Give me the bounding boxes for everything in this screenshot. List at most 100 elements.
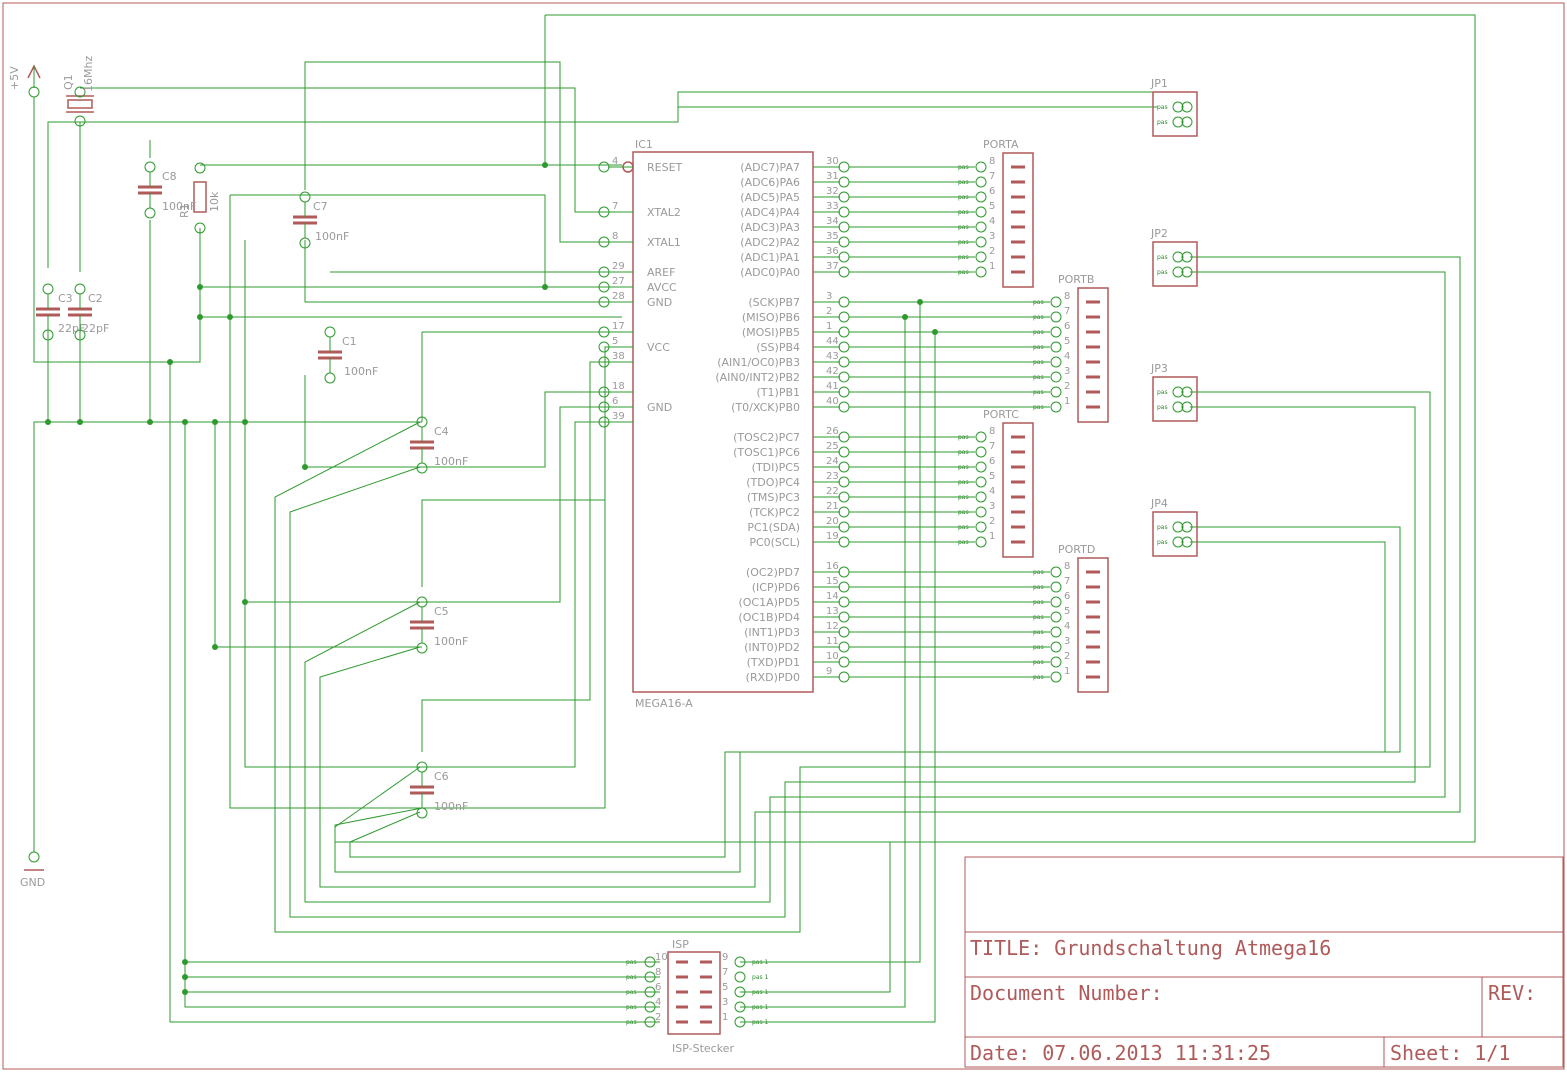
ic-right-pin-circle xyxy=(838,461,850,473)
header-pin-circle xyxy=(975,506,987,518)
ic-right-pin-number: 15 xyxy=(826,576,839,587)
ic-left-pin-number: 18 xyxy=(612,381,625,392)
jumper-jp3: JP3 pas pas xyxy=(1150,362,1198,422)
ic-right-pin-label: (ADC6)PA6 xyxy=(740,176,800,189)
jumper-pin xyxy=(1181,386,1193,398)
ic-port-wires xyxy=(849,166,1050,678)
ic-right-pin-number: 30 xyxy=(826,156,839,167)
ic-left-pin-label: AVCC xyxy=(647,281,677,294)
ic-right-pin-label: (ADC0)PA0 xyxy=(740,266,800,279)
ic-right-pin-circle xyxy=(838,176,850,188)
ic-right-pin-number: 23 xyxy=(826,471,839,482)
jumper-pin xyxy=(1181,536,1193,548)
header-pin-number: 5 xyxy=(1064,336,1070,347)
header-pin-type: pas xyxy=(958,224,969,231)
jumper-pin xyxy=(1172,266,1184,278)
ic-left-pin-circle xyxy=(598,386,610,398)
ic-right-pin-circle xyxy=(838,326,850,338)
header-pin-number: 3 xyxy=(1064,366,1070,377)
ic-right-pin-number: 2 xyxy=(826,306,832,317)
capacitor-value: 100nF xyxy=(162,200,196,213)
isp-left-pin xyxy=(644,986,656,998)
ic-right-pin-label: (ADC1)PA1 xyxy=(740,251,800,264)
isp-right-pin xyxy=(734,986,746,998)
header-pin-circle xyxy=(975,176,987,188)
isp-name: ISP xyxy=(672,938,689,951)
capacitor-pin xyxy=(74,283,86,295)
ic-right-pin-number: 1 xyxy=(826,321,832,332)
vcc-label: +5V xyxy=(8,66,21,90)
header-pin-number: 7 xyxy=(1064,306,1070,317)
ic-right-pin-circle xyxy=(838,596,850,608)
ic-left-pin-number: 4 xyxy=(612,156,618,167)
isp-right-pin-number: 3 xyxy=(722,997,728,1008)
header-name: PORTD xyxy=(1058,543,1095,556)
capacitor-pin xyxy=(299,237,311,249)
ic-right-pin-label: (ADC2)PA2 xyxy=(740,236,800,249)
ic-right-pin-number: 36 xyxy=(826,246,839,257)
ic-right-pin-number: 12 xyxy=(826,621,839,632)
wire-junction xyxy=(902,314,908,320)
vcc-symbol: +5V xyxy=(8,64,41,98)
isp-left-pin xyxy=(644,1001,656,1013)
jumper-pin xyxy=(1172,251,1184,263)
jumper-name: JP3 xyxy=(1150,362,1168,375)
wires-signals xyxy=(274,106,1461,1023)
ic-right-pin-circle xyxy=(838,431,850,443)
isp-right-pin xyxy=(734,1016,746,1028)
capacitor-pin xyxy=(324,372,336,384)
capacitor-value: 100nF xyxy=(434,635,468,648)
header-body xyxy=(1077,287,1109,423)
ic-right-pin-circle xyxy=(838,521,850,533)
jumper-pin-type: pas xyxy=(1157,404,1168,411)
capacitor-pin xyxy=(42,283,54,295)
isp-pin-type: pas xyxy=(626,959,637,966)
ic-left-pin-label: GND xyxy=(647,401,672,414)
ic-right-pin-circle xyxy=(838,566,850,578)
isp-left-pin xyxy=(644,1016,656,1028)
ic-left-pin-number: 28 xyxy=(612,291,625,302)
resistor-r1: R1 10k xyxy=(178,162,221,234)
ic-right-pin-circle xyxy=(838,491,850,503)
ic-left-pin-number: 8 xyxy=(612,231,618,242)
ic-right-pin-label: (AIN0/INT2)PB2 xyxy=(715,371,800,384)
wire-junction xyxy=(242,419,248,425)
isp-pin-type: pas 1 xyxy=(752,1019,769,1026)
ic-right-pin-circle xyxy=(838,356,850,368)
ic-left-pin-number: 7 xyxy=(612,201,618,212)
header-pin-circle xyxy=(975,266,987,278)
jumper-pin-type: pas xyxy=(1157,389,1168,396)
ic-right-pin-label: (TOSC2)PC7 xyxy=(733,431,800,444)
header-pin-number: 2 xyxy=(989,516,995,527)
jumper-pin-type: pas xyxy=(1157,104,1168,111)
ic-left-pin-circle xyxy=(598,326,610,338)
crystal-q1: Q1 16Mhz xyxy=(62,56,95,127)
ic-right-pin-circle xyxy=(838,221,850,233)
ic-right-pin-number: 42 xyxy=(826,366,839,377)
gnd-label: GND xyxy=(20,876,45,889)
ic-right-pin-label: (TMS)PC3 xyxy=(747,491,800,504)
ic-left-pin-number: 5 xyxy=(612,336,618,347)
jumper-pin-type: pas xyxy=(1157,269,1168,276)
header-pin-circle xyxy=(1050,311,1062,323)
header-pin-type: pas xyxy=(958,509,969,516)
header-pin-number: 8 xyxy=(989,156,995,167)
header-name: PORTA xyxy=(983,138,1019,151)
capacitor-pin xyxy=(324,326,336,338)
capacitor-pin xyxy=(74,329,86,341)
ic-right-pin-number: 14 xyxy=(826,591,839,602)
isp-value: ISP-Stecker xyxy=(672,1042,734,1055)
header-pin-circle xyxy=(1050,566,1062,578)
header-pin-circle xyxy=(1050,401,1062,413)
header-pin-number: 6 xyxy=(1064,591,1070,602)
ic-right-pin-number: 21 xyxy=(826,501,839,512)
header-pin-circle xyxy=(975,236,987,248)
jumper-pin xyxy=(1172,401,1184,413)
ic-right-pin-circle xyxy=(838,371,850,383)
